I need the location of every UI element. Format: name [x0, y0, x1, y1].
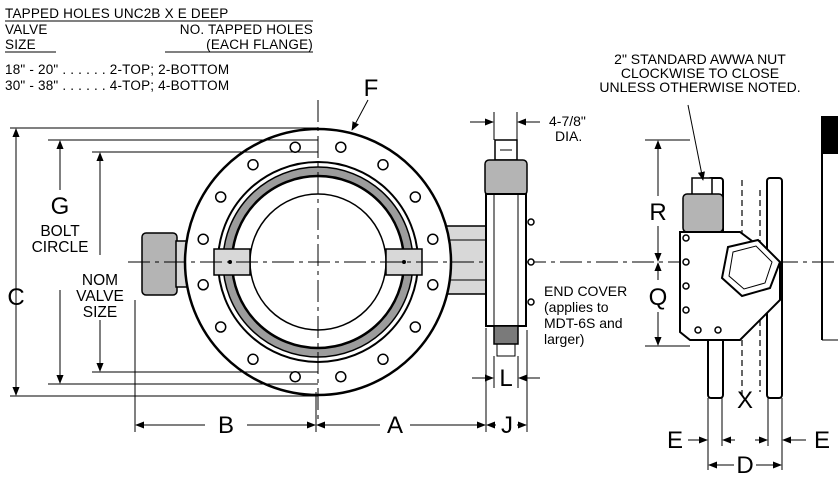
bolt-hole	[427, 233, 439, 245]
bolt-hole	[289, 141, 301, 153]
table-title: TAPPED HOLES UNC2B X E DEEP	[5, 6, 228, 21]
bolt-hole	[197, 233, 209, 245]
note-dia-line2: DIA.	[555, 128, 582, 144]
table-col1-line1: VALVE	[5, 22, 48, 37]
bolt-hole	[247, 353, 259, 366]
extension-lines	[10, 112, 783, 470]
bolt-hole	[214, 191, 227, 203]
bolt-hole	[214, 321, 227, 333]
label-circle: CIRCLE	[32, 239, 89, 256]
label-L: L	[499, 365, 512, 392]
label-nom: NOM	[82, 272, 118, 289]
label-Q: Q	[649, 284, 668, 311]
table-col2-line2: (EACH FLANGE)	[206, 37, 313, 52]
bolt-holes	[197, 141, 439, 383]
label-B: B	[218, 412, 234, 439]
dimension-labels: F G BOLT CIRCLE C NOM VALVE SIZE B A J L…	[7, 75, 830, 479]
front-view	[128, 100, 835, 420]
right-input-housing	[682, 193, 724, 233]
bolt-hole	[409, 321, 422, 333]
note-endcover-line3: MDT-6S and	[544, 315, 623, 331]
dimension-lines	[12, 99, 806, 469]
end-cover	[493, 325, 519, 345]
bolt-hole	[289, 371, 301, 383]
left-actuator-stub	[141, 232, 178, 296]
bolt-hole	[377, 158, 389, 171]
bolt-hole	[335, 141, 347, 153]
label-D: D	[736, 452, 753, 479]
note-endcover-line1: END COVER	[544, 283, 627, 299]
label-A: A	[387, 412, 403, 439]
label-size: SIZE	[83, 304, 117, 321]
bolt-hole	[247, 158, 259, 171]
bolt-hole	[335, 371, 347, 383]
notes: 2" STANDARD AWWA NUT CLOCKWISE TO CLOSE …	[544, 51, 801, 347]
table-col1-line2: SIZE	[5, 37, 36, 52]
label-E-left: E	[667, 427, 683, 454]
bolt-hole	[197, 279, 209, 291]
label-F: F	[364, 75, 379, 102]
label-R: R	[649, 199, 666, 226]
label-G: G	[51, 193, 70, 220]
note-nut-line2: CLOCKWISE TO CLOSE	[621, 65, 779, 81]
bolt-hole	[427, 279, 439, 291]
bolt-hole	[377, 353, 389, 366]
label-J: J	[501, 412, 513, 439]
note-endcover-line4: larger)	[544, 331, 584, 347]
label-E-right: E	[814, 427, 830, 454]
label-bolt: BOLT	[40, 223, 80, 240]
bolt-hole	[409, 191, 422, 203]
note-dia-line1: 4-7/8"	[549, 113, 586, 129]
note-nut-line1: 2" STANDARD AWWA NUT	[614, 51, 786, 67]
input-shaft-housing	[484, 159, 528, 196]
label-C: C	[7, 284, 24, 311]
side-view	[484, 139, 535, 357]
table-col2-line1: NO. TAPPED HOLES	[180, 22, 313, 37]
note-nut-line3: UNLESS OTHERWISE NOTED.	[599, 79, 800, 95]
right-view	[679, 116, 838, 399]
table-row: 30" - 38" . . . . . . 4-TOP; 4-BOTTOM	[5, 78, 229, 93]
label-X: X	[737, 387, 753, 414]
label-valve: VALVE	[76, 288, 124, 305]
edge-tab	[822, 116, 838, 154]
tapped-holes-table: TAPPED HOLES UNC2B X E DEEP VALVE NO. TA…	[5, 6, 313, 93]
note-endcover-line2: (applies to	[544, 299, 609, 315]
table-row: 18" - 20" . . . . . . 2-TOP; 2-BOTTOM	[5, 62, 229, 77]
gearbox-body	[485, 193, 527, 327]
